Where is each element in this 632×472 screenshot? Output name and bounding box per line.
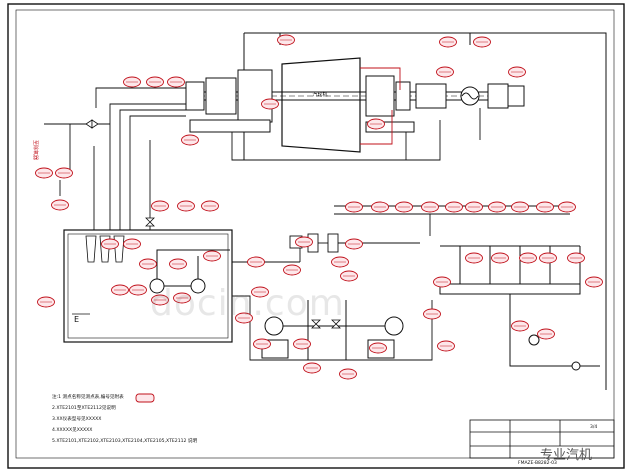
note-line: 4.XXXXX见XXXXX bbox=[52, 428, 93, 433]
turbine: 汽轮机 bbox=[281, 57, 361, 153]
title-page: 3/4 bbox=[590, 424, 597, 430]
note-line: 注:1 测点名称见测点表,编号见附表 bbox=[52, 395, 124, 400]
brand-label: 专业汽机 bbox=[540, 448, 593, 463]
note-line: 2.XTE2101至XTE2112见说明 bbox=[52, 406, 116, 411]
svg-text:E: E bbox=[74, 315, 79, 324]
note-tag bbox=[135, 393, 155, 403]
note-line: 5.XTE2101,XTE2102,XTE2103,XTE2104,XTE210… bbox=[52, 439, 198, 444]
title-block bbox=[469, 419, 615, 459]
right-manifold bbox=[439, 245, 600, 371]
valves bbox=[85, 119, 341, 329]
note-line: 3.XX仪表型号见XXXXX bbox=[52, 417, 102, 422]
drawing-border bbox=[7, 3, 625, 469]
right-bearings bbox=[365, 75, 525, 133]
instrument-tags bbox=[35, 34, 603, 380]
tank-pumps bbox=[149, 249, 230, 294]
side-label: 至除氧器 bbox=[32, 140, 39, 160]
inner-border bbox=[15, 9, 615, 459]
watermark: docin.com bbox=[150, 283, 345, 324]
notes-block: 注:1 测点名称见测点表,编号见附表 2.XTE2101至XTE2112见说明 … bbox=[52, 392, 197, 447]
tank-to-coolers bbox=[232, 261, 433, 361]
turbine-drains bbox=[231, 108, 481, 161]
title-code: FMAZE-B8282-03 bbox=[518, 460, 557, 466]
turbine-label: 汽轮机 bbox=[312, 91, 327, 98]
red-connector bbox=[360, 67, 401, 145]
left-bearing bbox=[185, 69, 273, 133]
